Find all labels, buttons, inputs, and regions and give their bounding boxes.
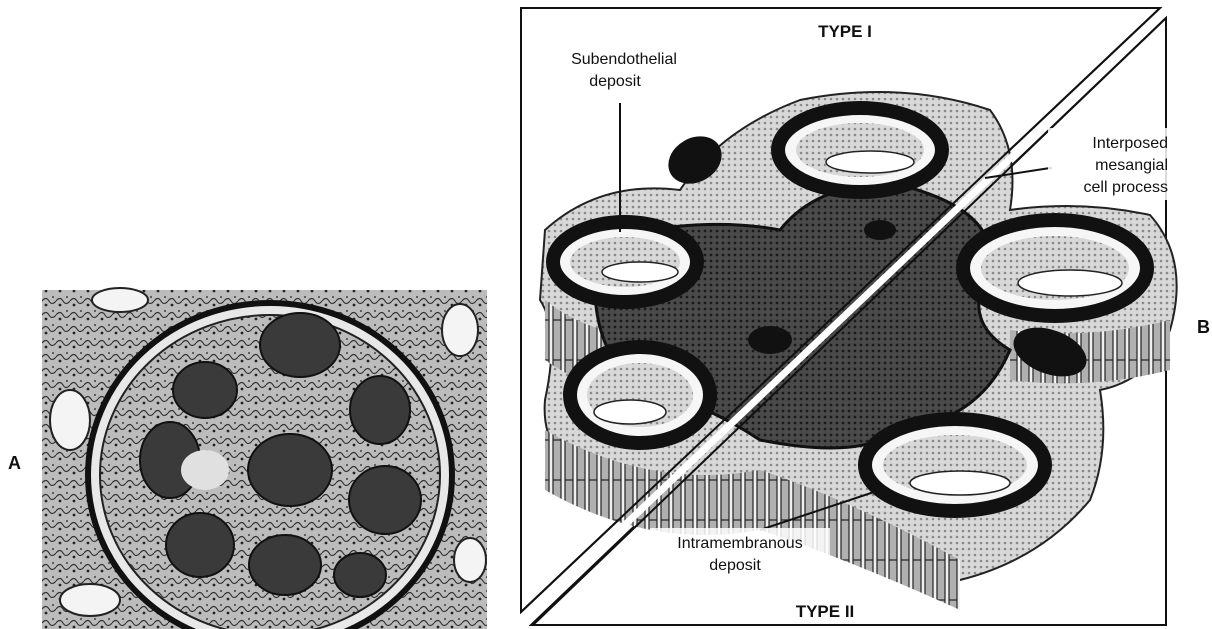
type-ii-heading: TYPE II bbox=[796, 602, 855, 621]
intramembranous-deposit-callout: Intramembranous deposit bbox=[650, 528, 830, 576]
intramembranous-label-line2: deposit bbox=[709, 557, 761, 574]
interposed-label-line2: mesangial bbox=[1095, 157, 1168, 174]
panel-letter-a: A bbox=[8, 453, 21, 473]
subendothelial-deposit-callout: Subendothelial deposit bbox=[571, 51, 677, 90]
type-i-heading: TYPE I bbox=[818, 22, 872, 41]
subendothelial-label-line1: Subendothelial bbox=[571, 51, 677, 68]
intramembranous-label-line1: Intramembranous bbox=[677, 535, 802, 552]
schematic-panel-b bbox=[521, 8, 1177, 625]
interposed-mesangial-callout: Interposed mesangial cell process bbox=[1048, 128, 1170, 200]
interposed-label-line3: cell process bbox=[1084, 179, 1168, 196]
interposed-label-line1: Interposed bbox=[1092, 135, 1168, 152]
subendothelial-label-line2: deposit bbox=[589, 73, 641, 90]
micrograph-panel-a bbox=[42, 288, 487, 629]
panel-letter-b: B bbox=[1197, 317, 1210, 337]
